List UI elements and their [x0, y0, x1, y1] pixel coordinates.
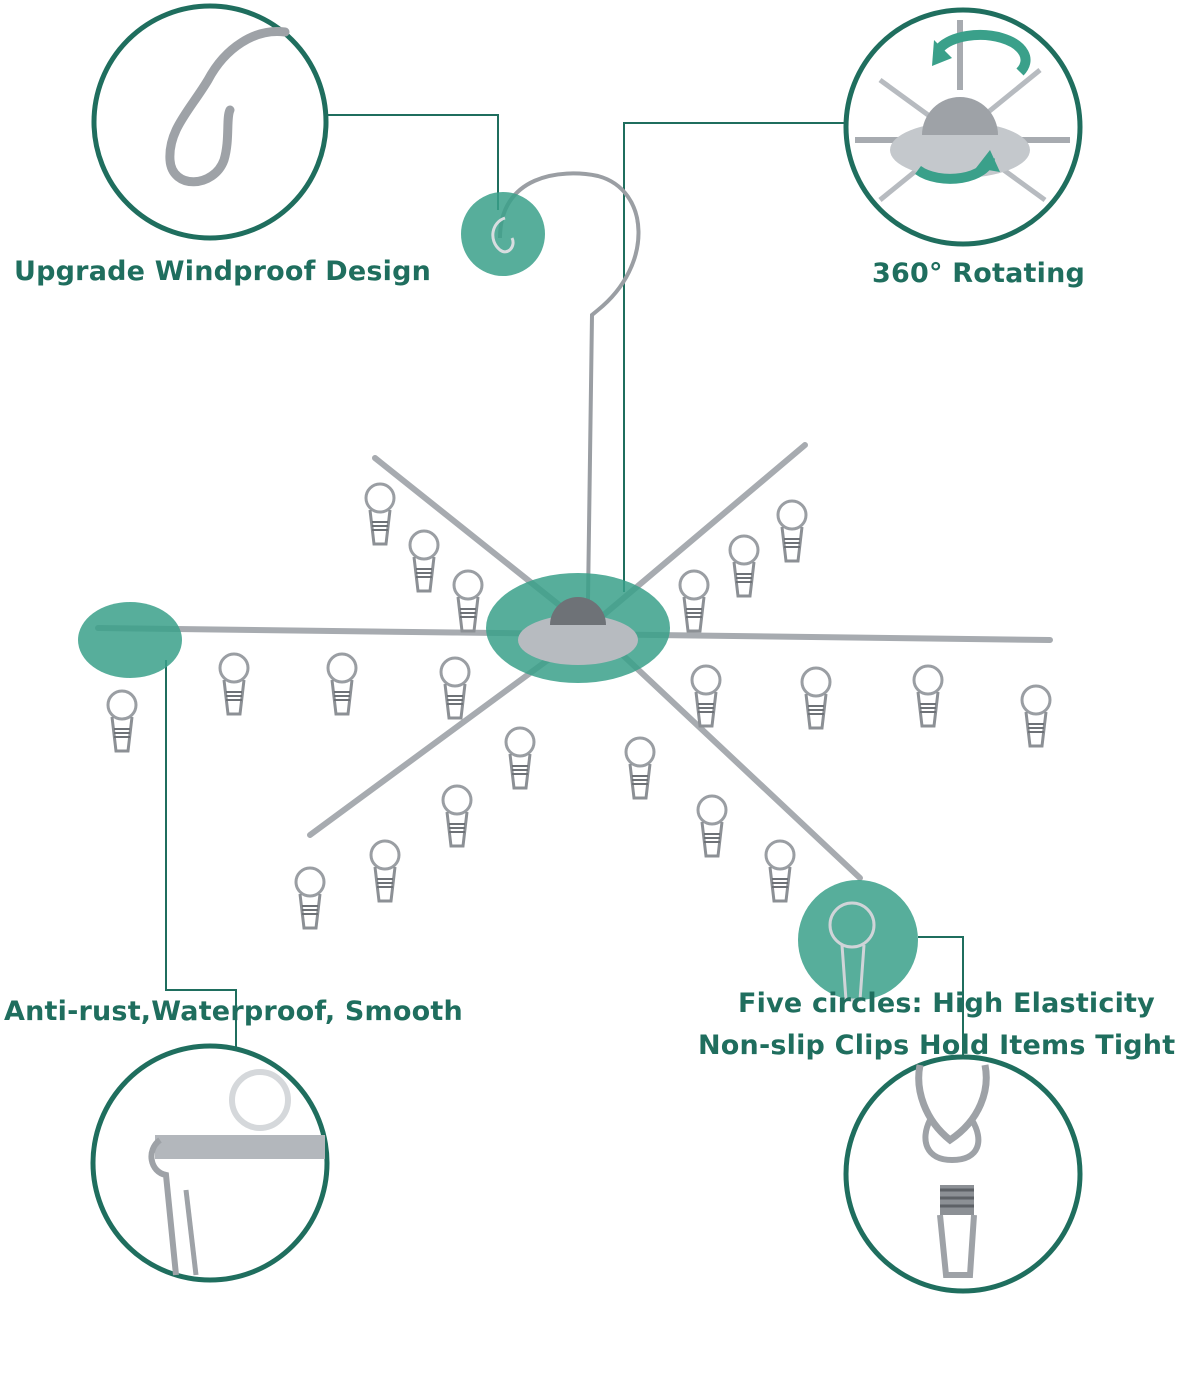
clip-in-marker	[828, 901, 876, 1002]
feature-clips-caption-line2: Non-slip Clips Hold Items Tightly	[698, 1030, 1177, 1061]
feature-antirust-caption: Anti-rust,Waterproof, Smooth	[4, 996, 463, 1027]
detail-arm-end	[90, 1043, 330, 1283]
hanger	[95, 171, 1053, 930]
detail-clip	[843, 1054, 1083, 1294]
feature-windproof-caption: Upgrade Windproof Design	[14, 256, 432, 287]
highlight-markers	[78, 192, 918, 1000]
hook-in-marker	[491, 216, 515, 254]
detail-hook	[91, 3, 329, 241]
feature-clips-caption-line1: Five circles: High Elasticity	[738, 988, 1155, 1019]
feature-rotating-caption: 360° Rotating	[872, 258, 1086, 289]
leader-lines	[165, 114, 964, 1063]
detail-rotating	[843, 7, 1083, 247]
